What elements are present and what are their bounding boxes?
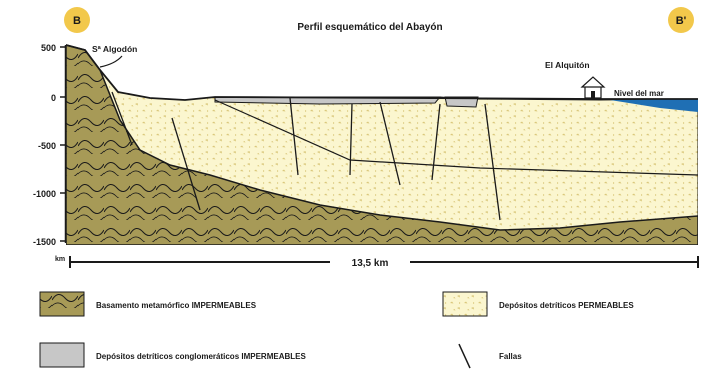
legend-label: Depósitos detríticos PERMEABLES <box>499 301 634 310</box>
y-tick-label: 500 <box>41 43 56 53</box>
topographic-surface <box>66 45 698 100</box>
town-label: El Alquitón <box>545 60 590 70</box>
y-tick-label: -1500 <box>33 237 56 247</box>
peak-pointer <box>100 56 122 67</box>
y-tick-label: -500 <box>38 141 56 151</box>
distance-label: 13,5 km <box>352 258 389 269</box>
legend-swatch-detrital <box>443 292 487 316</box>
endpoint-left-label: B <box>73 15 81 27</box>
sea-level-label: Nivel del mar <box>614 89 664 98</box>
house-icon <box>582 77 604 98</box>
section-body <box>66 45 698 245</box>
legend-label: Basamento metamórfico IMPERMEABLES <box>96 301 257 310</box>
legend-label: Depósitos detríticos conglomeráticos IMP… <box>96 352 306 361</box>
endpoint-right-label: B' <box>676 15 687 27</box>
legend-label: Fallas <box>499 352 522 361</box>
distance-origin-label: km <box>55 256 65 263</box>
legend-swatch-impermeable <box>40 343 84 367</box>
diagram-title: Perfil esquemático del Abayón <box>297 22 442 33</box>
peak-label: Sª Algodón <box>92 44 137 54</box>
legend-swatch-fault <box>459 344 470 368</box>
legend: Basamento metamórfico IMPERMEABLES Depós… <box>40 292 634 368</box>
legend-swatch-basement <box>40 292 84 316</box>
y-tick-label: -1000 <box>33 189 56 199</box>
y-tick-label: 0 <box>51 93 56 103</box>
